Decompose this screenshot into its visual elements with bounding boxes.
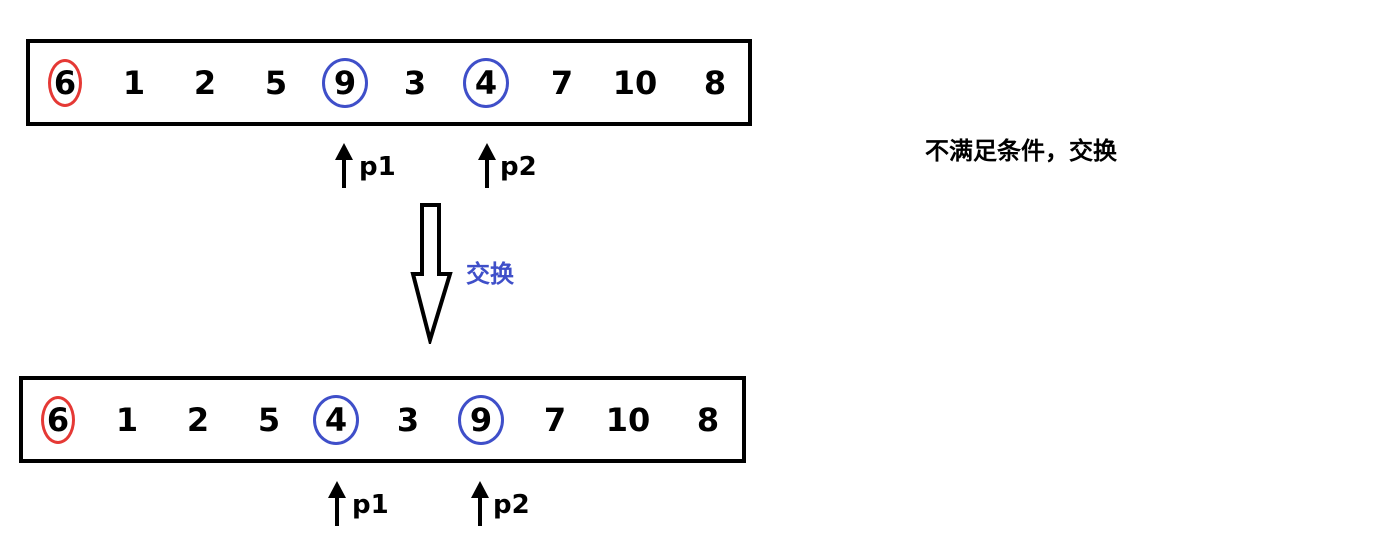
pointer-label: p2 xyxy=(493,490,530,520)
top-array-cell: 4 xyxy=(474,63,498,102)
bottom-array-cell: 8 xyxy=(696,400,720,439)
up-arrow-icon xyxy=(478,143,496,188)
bottom-pointer-p2: p2 xyxy=(469,478,539,528)
top-array-cell: 10 xyxy=(612,63,658,102)
pointer-label: p1 xyxy=(352,490,389,520)
bottom-array-cell: 7 xyxy=(543,400,567,439)
up-arrow-icon xyxy=(328,481,346,526)
top-array-cell: 2 xyxy=(193,63,217,102)
top-array-cell: 5 xyxy=(264,63,288,102)
top-array-cell: 6 xyxy=(53,63,77,102)
top-pointer-p1: p1 xyxy=(333,140,403,190)
bottom-array-cell: 2 xyxy=(186,400,210,439)
pointer-label: p1 xyxy=(359,152,396,182)
bottom-array-cell: 6 xyxy=(46,400,70,439)
bottom-array-cell: 4 xyxy=(324,400,348,439)
swap-label: 交换 xyxy=(466,260,514,288)
top-array-cell: 9 xyxy=(333,63,357,102)
bottom-array-cell: 10 xyxy=(605,400,651,439)
bottom-array-cells: 6 1 2 5 4 3 9 7 10 8 xyxy=(23,380,742,459)
bottom-pointer-p1: p1 xyxy=(326,478,396,528)
bottom-array-p1-circle xyxy=(313,394,359,445)
top-array-cell: 8 xyxy=(703,63,727,102)
top-array-p1-circle xyxy=(322,57,368,108)
bottom-array-cell: 9 xyxy=(469,400,493,439)
condition-note: 不满足条件，交换 xyxy=(925,137,1117,165)
bottom-array-pivot-circle xyxy=(41,395,75,444)
top-array-pivot-circle xyxy=(48,58,82,107)
top-array-cells: 6 1 2 5 9 3 4 7 10 8 xyxy=(30,43,748,122)
top-array-p2-circle xyxy=(463,57,509,108)
bottom-array-cell: 5 xyxy=(257,400,281,439)
top-pointer-p2: p2 xyxy=(476,140,546,190)
top-array-cell: 1 xyxy=(122,63,146,102)
up-arrow-icon xyxy=(335,143,353,188)
up-arrow-icon xyxy=(471,481,489,526)
top-array-cell: 3 xyxy=(403,63,427,102)
down-arrow-icon xyxy=(410,203,453,344)
pointer-label: p2 xyxy=(500,152,537,182)
bottom-array: 6 1 2 5 4 3 9 7 10 8 xyxy=(19,376,746,463)
bottom-array-cell: 3 xyxy=(396,400,420,439)
top-array-cell: 7 xyxy=(550,63,574,102)
bottom-array-p2-circle xyxy=(458,394,504,445)
top-array: 6 1 2 5 9 3 4 7 10 8 xyxy=(26,39,752,126)
bottom-array-cell: 1 xyxy=(115,400,139,439)
